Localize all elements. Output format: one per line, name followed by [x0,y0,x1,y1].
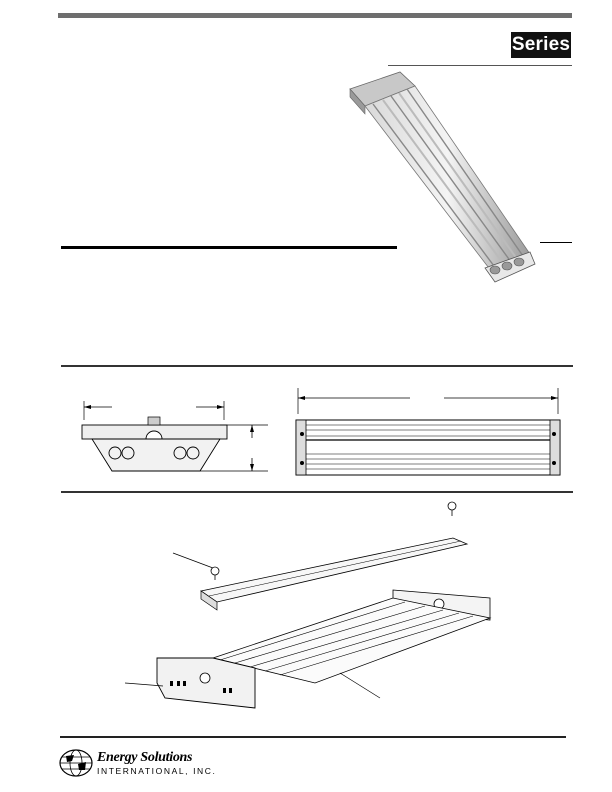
company-subtitle: INTERNATIONAL, INC. [97,766,217,776]
assembly-exploded-drawing [124,501,492,709]
globe-logo-icon [59,749,93,777]
section-rule [61,246,397,249]
dimensions-bottom-rule [61,491,573,493]
callout-line [540,242,572,243]
footer-rule [60,736,566,738]
company-name: Energy Solutions [97,750,193,765]
header-rule [58,13,572,18]
fixture-hero-image [349,71,536,283]
dimensions-top-rule [61,365,573,367]
top-view-drawing [295,388,561,476]
header-thin-rule [388,65,572,66]
series-badge: Series [511,32,571,58]
end-view-drawing [81,401,268,472]
